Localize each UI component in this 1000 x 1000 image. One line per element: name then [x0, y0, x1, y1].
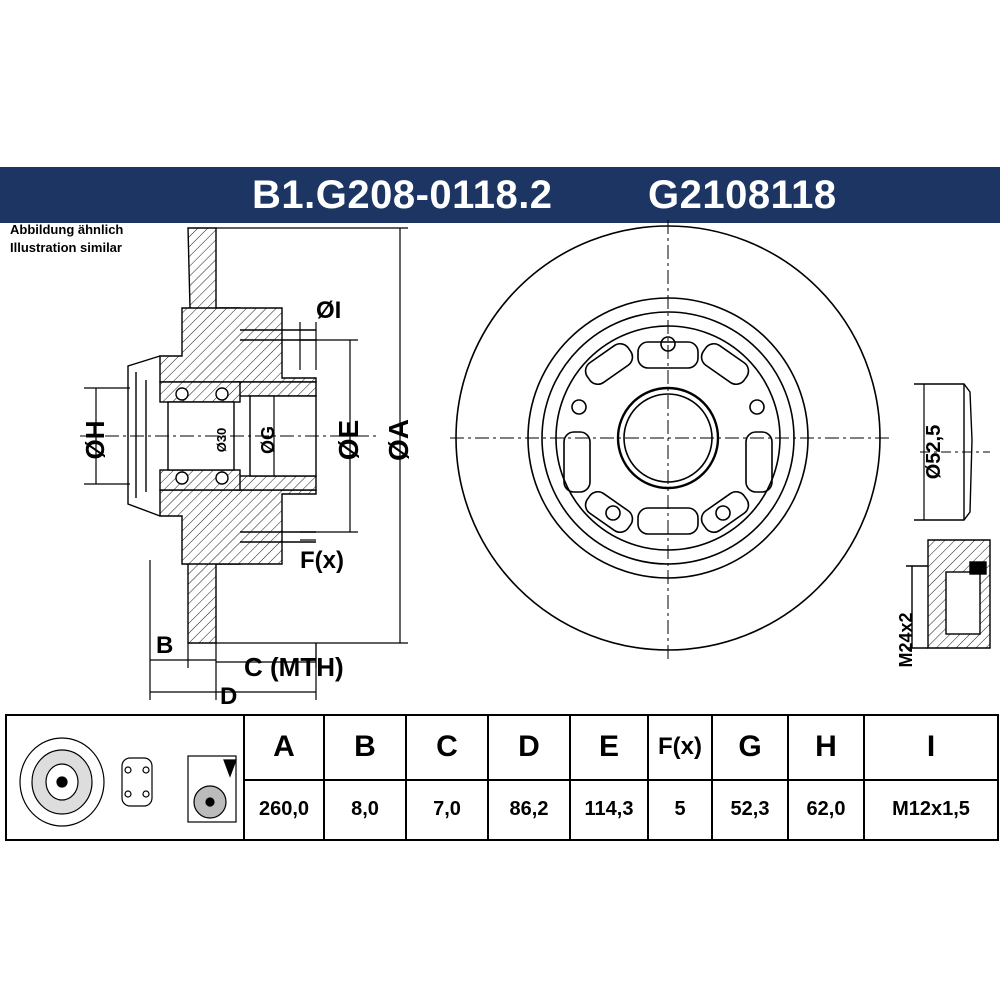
bearing-icon — [121, 757, 153, 807]
note-german: Abbildung ähnlich — [10, 222, 124, 237]
header-B: B — [323, 714, 407, 781]
value-G: 52,3 — [711, 778, 789, 842]
label-dia-E: ØE — [333, 420, 364, 460]
header-bar: B1.G208-0118.2 G2108118 — [0, 167, 1000, 223]
part-number: B1.G208-0118.2 — [252, 173, 553, 217]
value-F: 5 — [647, 778, 713, 842]
brake-disc-icon — [19, 737, 105, 827]
hub-body-upper — [159, 307, 317, 383]
hub-core-lower — [235, 475, 317, 491]
alt-part-number: G2108118 — [648, 173, 837, 217]
header-A: A — [243, 714, 325, 781]
value-D: 86,2 — [487, 778, 571, 842]
label-dia-H: ØH — [80, 421, 110, 460]
label-dia-I: ØI — [316, 297, 341, 324]
header-F: F(x) — [647, 714, 713, 781]
technical-drawing: ØH Ø30 ØG ØE ØA ØI F(x) B C (MTH) D — [80, 220, 991, 710]
value-B: 8,0 — [323, 778, 407, 842]
label-C-mth: C (MTH) — [244, 652, 344, 682]
value-H: 62,0 — [787, 778, 865, 842]
label-cap-dia: Ø52,5 — [923, 425, 945, 479]
dust-cap — [127, 355, 161, 517]
label-F-x: F(x) — [300, 547, 344, 574]
spec-table: A B C D E F(x) G H I 260,0 8,0 7,0 86,2 … — [5, 714, 999, 842]
value-A: 260,0 — [243, 778, 325, 842]
value-C: 7,0 — [405, 778, 489, 842]
grease-icon — [187, 755, 237, 823]
value-I: M12x1,5 — [863, 778, 999, 842]
label-D: D — [220, 683, 237, 710]
hub-body-lower — [159, 489, 317, 565]
label-dia-A: ØA — [383, 419, 414, 461]
header-H: H — [787, 714, 865, 781]
hub-core-upper — [235, 381, 317, 397]
label-B: B — [156, 632, 173, 659]
label-nut: M24x2 — [896, 612, 916, 667]
nut-detail — [906, 539, 991, 649]
header-C: C — [405, 714, 489, 781]
label-dia-G: ØG — [258, 426, 278, 454]
value-E: 114,3 — [569, 778, 649, 842]
icons-cell — [5, 714, 245, 841]
header-E: E — [569, 714, 649, 781]
header-I: I — [863, 714, 999, 781]
label-dia-30: Ø30 — [214, 428, 229, 453]
note-english: Illustration similar — [10, 240, 122, 255]
header-G: G — [711, 714, 789, 781]
header-D: D — [487, 714, 571, 781]
